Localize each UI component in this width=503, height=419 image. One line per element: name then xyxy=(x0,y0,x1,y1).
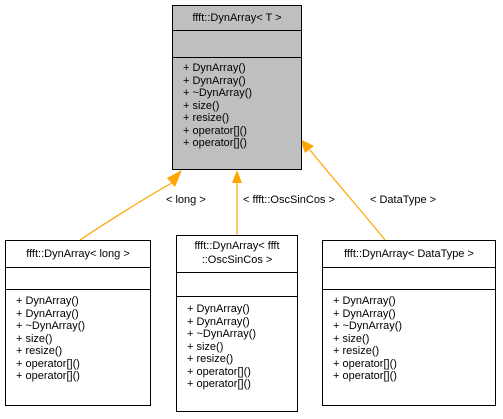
method: + size() xyxy=(183,99,220,112)
method: + operator[]() xyxy=(187,365,251,378)
method: + operator[]() xyxy=(333,370,397,382)
class-box-dynarray-oscsincos[interactable]: ffft::DynArray< ffft ::OscSinCos > + Dyn… xyxy=(176,235,298,412)
method: + ~DynArray() xyxy=(16,320,86,332)
edge-oscsincos-arrowhead xyxy=(232,170,242,183)
class-name-line-2: ::OscSinCos > xyxy=(201,254,273,266)
method: + ~DynArray() xyxy=(187,328,257,340)
method: + resize() xyxy=(183,112,230,124)
edge-label-long: < long > xyxy=(166,194,206,206)
method: + DynArray() xyxy=(183,74,246,87)
methods-section: + DynArray() + DynArray() + ~DynArray() … xyxy=(177,297,297,391)
method: + operator[]() xyxy=(333,357,397,370)
methods-section: + DynArray() + DynArray() + ~DynArray() … xyxy=(173,58,301,150)
class-name-line-1: ffft::DynArray< ffft xyxy=(194,240,280,252)
method: + operator[]() xyxy=(16,357,80,370)
method: + DynArray() xyxy=(333,307,396,320)
method: + DynArray() xyxy=(187,303,250,315)
method: + DynArray() xyxy=(183,62,246,74)
method: + ~DynArray() xyxy=(333,320,403,332)
attributes-section xyxy=(6,268,150,290)
methods-section: + DynArray() + DynArray() + ~DynArray() … xyxy=(323,290,495,383)
attributes-section xyxy=(177,273,297,297)
method: + size() xyxy=(16,332,53,345)
edge-label-datatype: < DataType > xyxy=(370,194,437,206)
class-title: ffft::DynArray< T > xyxy=(173,6,301,31)
method: + ~DynArray() xyxy=(183,87,253,99)
class-name: ffft::DynArray< DataType > xyxy=(344,248,474,260)
methods-section: + DynArray() + DynArray() + ~DynArray() … xyxy=(6,290,150,383)
class-title: ffft::DynArray< DataType > xyxy=(323,241,495,268)
method: + size() xyxy=(187,340,224,353)
attributes-section xyxy=(323,268,495,290)
class-name: ffft::DynArray< long > xyxy=(26,248,130,260)
class-name: ffft::DynArray< T > xyxy=(192,12,282,24)
method: + resize() xyxy=(16,345,63,357)
edge-long-arrowhead xyxy=(167,170,182,187)
edge-datatype xyxy=(309,149,386,241)
method: + size() xyxy=(333,332,370,345)
method: + resize() xyxy=(187,353,234,365)
method: + operator[]() xyxy=(16,370,80,382)
class-box-dynarray-datatype[interactable]: ffft::DynArray< DataType > + DynArray() … xyxy=(322,240,496,406)
class-title: ffft::DynArray< ffft ::OscSinCos > xyxy=(177,236,297,273)
attributes-section xyxy=(173,31,301,58)
method: + resize() xyxy=(333,345,380,357)
class-box-dynarray-t[interactable]: ffft::DynArray< T > + DynArray() + DynAr… xyxy=(172,5,302,170)
edge-long xyxy=(79,182,173,241)
class-box-dynarray-long[interactable]: ffft::DynArray< long > + DynArray() + Dy… xyxy=(5,240,151,406)
method: + operator[]() xyxy=(187,378,251,390)
method: + operator[]() xyxy=(183,137,247,149)
method: + DynArray() xyxy=(16,307,79,320)
method: + DynArray() xyxy=(16,295,79,307)
method: + DynArray() xyxy=(333,295,396,307)
class-title: ffft::DynArray< long > xyxy=(6,241,150,268)
method: + DynArray() xyxy=(187,315,250,328)
edge-datatype-arrowhead xyxy=(300,139,314,153)
edge-label-oscsincos: < ffft::OscSinCos > xyxy=(243,194,335,206)
method: + operator[]() xyxy=(183,124,247,137)
